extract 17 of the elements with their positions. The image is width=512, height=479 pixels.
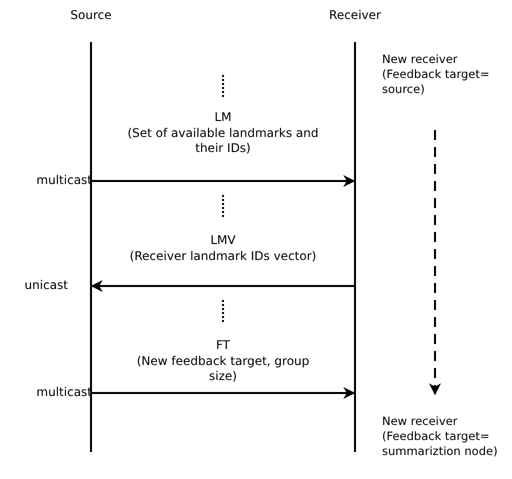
message-arrow (91, 175, 356, 187)
message-name: LMV (210, 233, 236, 248)
state-title: New receiver (382, 52, 458, 67)
message-name: LM (214, 110, 232, 125)
message-description: (New feedback target, group size) (136, 354, 310, 384)
delivery-mode: unicast (24, 278, 68, 293)
message-arrow (90, 280, 355, 292)
transition-arrow (429, 130, 441, 396)
lifeline-header: Receiver (329, 8, 381, 22)
state-title: New receiver (382, 414, 458, 429)
message-name: FT (216, 338, 230, 353)
message-description: (Receiver landmark IDs vector) (128, 249, 318, 264)
message-arrow (91, 387, 356, 399)
lifeline-header: Source (70, 8, 112, 22)
state-detail: (Feedback target= source) (382, 67, 491, 97)
message-description: (Set of available landmarks and their IDs) (126, 126, 320, 156)
state-detail: (Feedback target= summariztion node) (382, 429, 499, 459)
